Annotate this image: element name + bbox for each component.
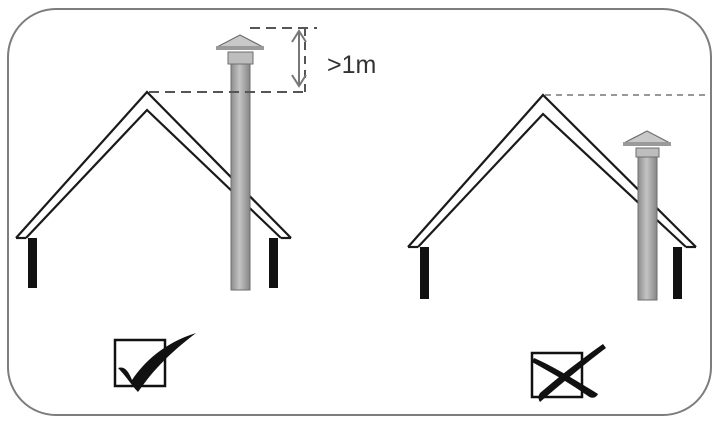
checkmark-in-box-icon [113,333,196,392]
left-chimney-cap-brim [216,46,264,50]
right-house-wall-left [420,247,429,299]
right-chimney-collar [635,147,660,158]
correct-installation-panel: >1m [15,27,376,392]
incorrect-installation-panel [407,93,707,402]
diagram-frame [7,8,712,416]
left-chimney-pipe [230,63,251,291]
height-label: >1m [327,51,376,79]
left-house-wall-right [269,238,278,288]
right-chimney [623,130,671,301]
left-house-wall-left [28,238,37,288]
cross-in-box-icon [530,344,606,402]
right-chimney-pipe [637,155,658,301]
height-dimension-arrow [291,29,307,88]
left-chimney-collar [227,51,254,65]
right-house-wall-right [673,247,682,299]
left-chimney [216,34,264,291]
right-chimney-cap-brim [623,142,671,146]
